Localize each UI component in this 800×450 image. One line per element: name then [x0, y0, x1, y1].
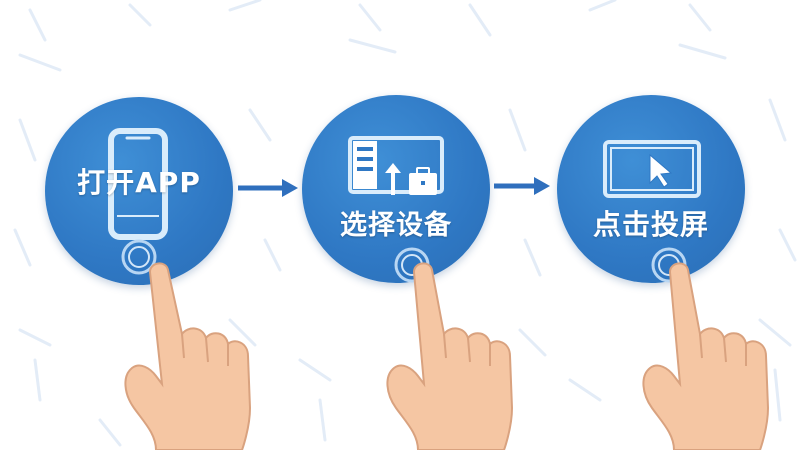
- step-1-circle: 打开APP: [45, 97, 233, 285]
- screen-cursor-icon: [603, 140, 701, 198]
- touch-ring-icon: [121, 239, 157, 275]
- step-1-label: 打开APP: [77, 166, 201, 199]
- right-arrow-icon: [494, 177, 550, 195]
- smartphone-icon: [108, 128, 168, 240]
- pointing-hand-icon: [124, 262, 252, 450]
- right-arrow-icon: [238, 179, 298, 197]
- step-2-circle: 选择设备: [302, 95, 490, 283]
- step-2-label: 选择设备: [340, 210, 452, 241]
- pointing-hand-icon: [642, 262, 770, 450]
- device-transfer-icon: [348, 136, 444, 195]
- pointing-hand-icon: [386, 262, 514, 450]
- step-3-label: 点击投屏: [592, 208, 709, 241]
- step-3-circle: 点击投屏: [557, 95, 745, 283]
